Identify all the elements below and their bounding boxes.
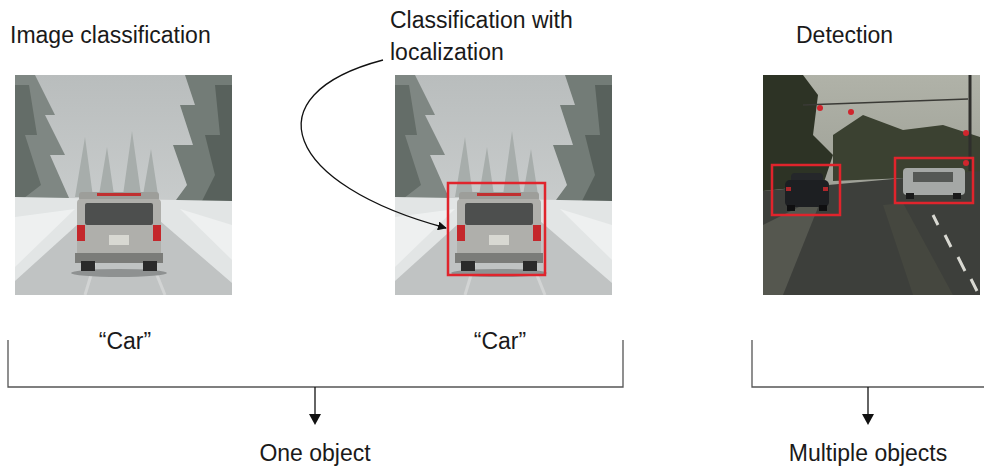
down-arrow bbox=[867, 387, 868, 417]
illustration-part bbox=[785, 180, 829, 207]
illustration-part bbox=[906, 193, 914, 199]
illustration-part bbox=[763, 75, 980, 295]
class-label-holder: “Car” bbox=[474, 326, 526, 356]
class-label: “Car” bbox=[99, 326, 151, 356]
illustration-part bbox=[963, 130, 969, 136]
illustration-part bbox=[883, 203, 953, 295]
snow-road-photo bbox=[395, 75, 612, 295]
bounding-box bbox=[895, 158, 973, 203]
class-label-holder: “Car” bbox=[99, 326, 151, 356]
panel-title-holder: Detection bbox=[796, 20, 893, 50]
illustration-part bbox=[848, 109, 854, 115]
illustration-part bbox=[786, 187, 791, 191]
group-label-holder: Multiple objects bbox=[789, 438, 948, 468]
panel-title-holder: Classification with localization bbox=[390, 4, 605, 68]
illustration-part bbox=[913, 172, 953, 182]
leader-arrow bbox=[301, 60, 446, 228]
illustration-part bbox=[787, 205, 795, 211]
illustration-part bbox=[953, 193, 961, 199]
snow-road-photo bbox=[395, 75, 612, 295]
arrow-head bbox=[862, 414, 874, 425]
illustration-part bbox=[969, 75, 972, 171]
illustration-part bbox=[933, 215, 977, 291]
illustration-part bbox=[819, 205, 827, 211]
panel-title-holder: Image classification bbox=[10, 20, 211, 50]
group-label-holder: One object bbox=[259, 438, 370, 468]
illustration-part bbox=[817, 105, 823, 111]
snow-road-photo bbox=[15, 75, 232, 295]
class-label: “Car” bbox=[474, 326, 526, 356]
panel-title: Classification with localization bbox=[390, 4, 605, 68]
bounding-box bbox=[448, 183, 545, 275]
illustration-part bbox=[823, 187, 828, 191]
group-label: One object bbox=[259, 438, 370, 468]
illustration-part bbox=[803, 99, 968, 105]
bounding-box bbox=[772, 165, 840, 215]
down-arrow bbox=[314, 387, 315, 417]
arrow-head bbox=[309, 414, 321, 425]
panel-title: Detection bbox=[796, 20, 893, 50]
group-label: Multiple objects bbox=[789, 438, 948, 468]
bracket bbox=[752, 340, 984, 387]
panel-title: Image classification bbox=[10, 20, 211, 50]
street-photo bbox=[763, 75, 980, 295]
illustration-part bbox=[963, 160, 969, 166]
illustration-part bbox=[763, 75, 833, 191]
illustration-part bbox=[903, 168, 965, 195]
snow-road-photo bbox=[15, 75, 232, 295]
